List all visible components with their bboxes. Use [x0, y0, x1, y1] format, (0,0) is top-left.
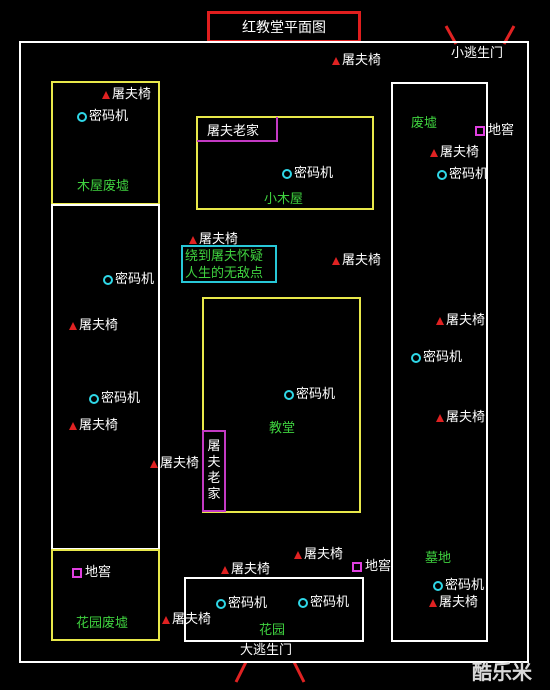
- hunter-chair: 屠夫椅: [332, 53, 381, 69]
- hunter-chair: 屠夫椅: [430, 145, 479, 161]
- cipher-machine-icon: [89, 394, 99, 404]
- hunter-home-church-char: 夫: [207, 455, 221, 470]
- cipher-machine-icon: [103, 275, 113, 285]
- small-exit-label: 小逃生门: [449, 46, 506, 62]
- cipher-machine: 密码机: [216, 596, 267, 612]
- hunter-chair-icon: [429, 599, 437, 607]
- dungeon-icon: [352, 562, 362, 572]
- hunter-home-cabin-label: 屠夫老家: [207, 124, 260, 139]
- hunter-chair-icon: [294, 551, 302, 559]
- hint-box: 绕到屠夫怀疑 人生的无敌点: [181, 245, 277, 283]
- hunter-home-church-char: 老: [207, 471, 221, 486]
- cipher-machine-icon: [282, 169, 292, 179]
- watermark: 酷乐米: [472, 660, 532, 684]
- hunter-chair: 屠夫椅: [436, 410, 485, 426]
- hunter-chair: 屠夫椅: [102, 87, 151, 103]
- dungeon: 地窖: [475, 123, 514, 139]
- area-right-corridor: [391, 82, 488, 642]
- outer-wall: [19, 41, 529, 663]
- cipher-machine-icon: [437, 170, 447, 180]
- hunter-home-church-char: 家: [207, 487, 221, 502]
- hunter-chair-icon: [162, 616, 170, 624]
- area-left-corridor: [51, 204, 160, 550]
- cipher-machine: 密码机: [89, 391, 140, 407]
- cipher-machine-icon: [284, 390, 294, 400]
- hunter-chair-icon: [221, 566, 229, 574]
- area-garden: [184, 577, 364, 642]
- hint-line-1: 绕到屠夫怀疑: [185, 249, 264, 264]
- hunter-chair-icon: [69, 422, 77, 430]
- cipher-machine: 密码机: [298, 595, 349, 611]
- cipher-machine-icon: [411, 353, 421, 363]
- hint-line-2: 人生的无敌点: [185, 266, 264, 281]
- area-small-cabin-label: 小木屋: [264, 192, 304, 207]
- big-exit-mark-left: [234, 661, 248, 683]
- area-garden-label: 花园: [259, 623, 286, 638]
- hunter-chair: 屠夫椅: [162, 612, 211, 628]
- hunter-chair-icon: [332, 57, 340, 65]
- cipher-machine: 密码机: [77, 109, 128, 125]
- hunter-chair-icon: [430, 149, 438, 157]
- area-garden-ruins-label: 花园废墟: [76, 616, 129, 631]
- cipher-machine-icon: [77, 112, 87, 122]
- hunter-chair: 屠夫椅: [189, 232, 238, 248]
- hunter-chair: 屠夫椅: [294, 547, 343, 563]
- hunter-home-church-char: 屠: [207, 439, 221, 454]
- hunter-home-church: 屠 夫 老 家: [202, 430, 226, 512]
- cipher-machine: 密码机: [411, 350, 462, 366]
- cipher-machine: 密码机: [103, 272, 154, 288]
- area-church-label: 教堂: [269, 421, 296, 436]
- big-exit-mark-right: [292, 661, 306, 683]
- dungeon-icon: [72, 568, 82, 578]
- area-ruins-right-label: 废墟: [411, 116, 438, 131]
- dungeon-icon: [475, 126, 485, 136]
- hunter-chair-icon: [102, 91, 110, 99]
- cipher-machine: 密码机: [282, 166, 333, 182]
- big-exit-label: 大逃生门: [238, 643, 295, 659]
- area-wooden-ruins-label: 木屋废墟: [77, 179, 130, 194]
- hunter-chair-icon: [150, 460, 158, 468]
- hunter-chair: 屠夫椅: [221, 562, 270, 578]
- area-graveyard-label: 墓地: [425, 551, 452, 566]
- hunter-chair: 屠夫椅: [69, 418, 118, 434]
- hunter-chair-icon: [436, 414, 444, 422]
- dungeon: 地窖: [72, 565, 111, 581]
- dungeon: 地窖: [352, 559, 391, 575]
- hunter-chair: 屠夫椅: [150, 456, 199, 472]
- hunter-chair-icon: [436, 317, 444, 325]
- cipher-machine-icon: [298, 598, 308, 608]
- cipher-machine: 密码机: [284, 387, 335, 403]
- area-small-cabin: [196, 116, 374, 210]
- hunter-chair: 屠夫椅: [69, 318, 118, 334]
- hunter-chair: 屠夫椅: [332, 253, 381, 269]
- area-church: [202, 297, 361, 513]
- hunter-chair: 屠夫椅: [436, 313, 485, 329]
- area-garden-ruins: [51, 549, 160, 641]
- hunter-chair-icon: [69, 322, 77, 330]
- hunter-chair-icon: [189, 236, 197, 244]
- cipher-machine-icon: [433, 581, 443, 591]
- map-title-text: 红教堂平面图: [242, 20, 326, 36]
- hunter-chair: 屠夫椅: [429, 595, 478, 611]
- hunter-chair-icon: [332, 257, 340, 265]
- cipher-machine-icon: [216, 599, 226, 609]
- cipher-machine: 密码机: [437, 167, 488, 183]
- cipher-machine: 密码机: [433, 578, 484, 594]
- hunter-home-cabin: 屠夫老家: [197, 117, 278, 142]
